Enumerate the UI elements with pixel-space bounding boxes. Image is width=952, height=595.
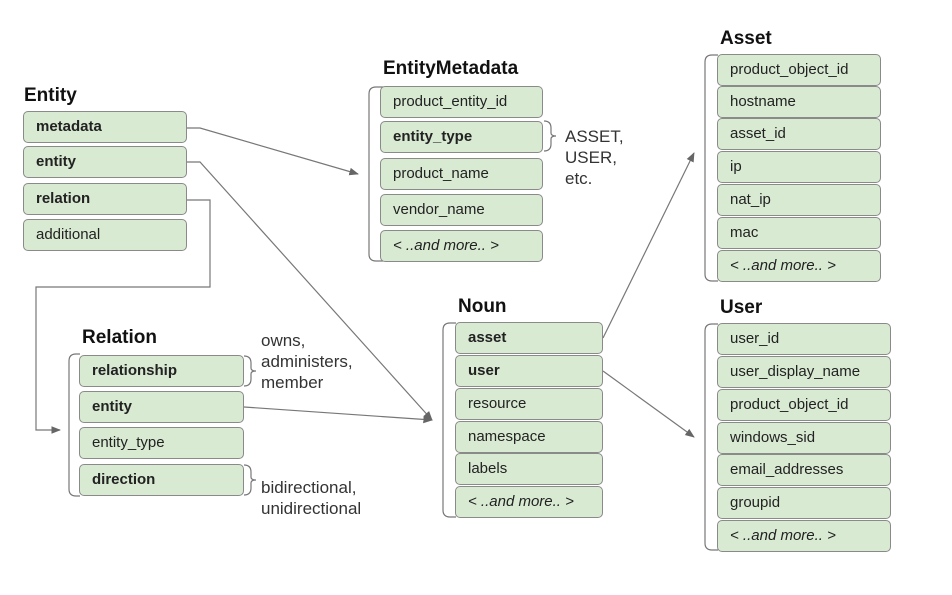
entity-type-value: etc. [565,169,593,188]
noun-field-namespace: namespace [455,421,603,453]
relation-field-direction: direction [79,464,244,496]
user-field-groupid: groupid [717,487,891,519]
relation-title: Relation [82,327,157,348]
relation-entity-to-noun-arrow [243,406,433,424]
relationship-value: owns, [261,331,306,350]
entity-field-additional: additional [23,219,187,251]
entitymetadata-title: EntityMetadata [383,58,519,79]
asset-field-hostname: hostname [717,86,881,118]
noun-group-bracket [442,322,456,518]
user-title: User [720,297,763,318]
noun-field-user: user [455,355,603,387]
user-field-windows-sid: windows_sid [717,422,891,454]
user-field-email-addresses: email_addresses [717,454,891,486]
asset-field-nat-ip: nat_ip [717,184,881,216]
asset-field-asset-id: asset_id [717,118,881,150]
noun-field-asset: asset [455,322,603,354]
relation-to-relation-arrow [35,199,211,434]
entity-type-values-brace [543,120,557,152]
noun-title: Noun [458,296,507,317]
entitymetadata-field-vendor-name: vendor_name [380,194,543,226]
relationship-value: member [261,373,324,392]
relationship-values-brace [243,355,257,387]
asset-field-more: < ..and more.. > [717,250,881,282]
entitymetadata-field-entity-type: entity_type [380,121,543,153]
asset-field-mac: mac [717,217,881,249]
relation-field-entity: entity [79,391,244,423]
noun-field-labels: labels [455,453,603,485]
noun-asset-to-asset-arrow [602,152,695,339]
relationship-values-note: owns, administers, member [261,330,353,393]
relation-field-relationship: relationship [79,355,244,387]
direction-values-brace [243,464,257,496]
entity-metadata-group-bracket [368,86,383,262]
user-field-product-object-id: product_object_id [717,389,891,421]
entity-field-metadata: metadata [23,111,187,143]
asset-field-product-object-id: product_object_id [717,54,881,86]
asset-group-bracket [704,54,718,282]
entity-field-entity: entity [23,146,187,178]
user-field-more: < ..and more.. > [717,520,891,552]
user-field-user-id: user_id [717,323,891,355]
user-group-bracket [704,323,718,551]
entity-type-value: USER, [565,148,617,167]
entitymetadata-field-product-name: product_name [380,158,543,190]
entity-to-noun-arrow [187,161,433,421]
entity-type-values-note: ASSET, USER, etc. [565,126,624,189]
user-field-user-display-name: user_display_name [717,356,891,388]
noun-user-to-user-arrow [602,370,695,438]
entity-type-value: ASSET, [565,127,624,146]
metadata-to-entitymetadata-arrow [187,127,359,176]
direction-value: unidirectional [261,499,362,518]
entity-title: Entity [24,85,77,106]
entity-field-relation: relation [23,183,187,215]
noun-field-resource: resource [455,388,603,420]
direction-values-note: bidirectional, unidirectional [261,477,361,519]
relation-group-bracket [68,353,80,497]
entitymetadata-field-product-entity-id: product_entity_id [380,86,543,118]
entitymetadata-field-more: < ..and more.. > [380,230,543,262]
asset-field-ip: ip [717,151,881,183]
relation-field-entity-type: entity_type [79,427,244,459]
asset-title: Asset [720,28,772,49]
noun-field-more: < ..and more.. > [455,486,603,518]
relationship-value: administers, [261,352,353,371]
direction-value: bidirectional, [261,478,357,497]
